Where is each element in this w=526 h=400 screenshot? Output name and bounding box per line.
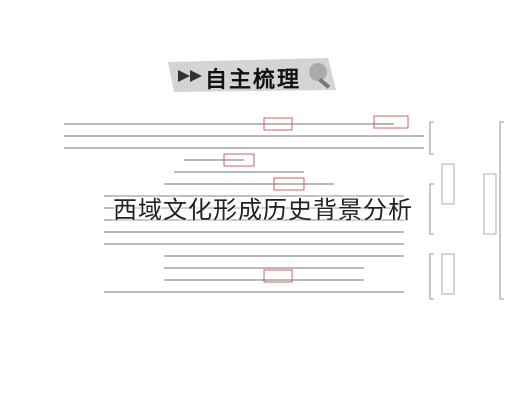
overlay-caption: 西域文化形成历史背景分析 — [113, 196, 413, 224]
magnifier-icon — [309, 63, 327, 81]
page-title: 自主梳理 — [205, 68, 302, 93]
arrow-icon — [178, 70, 190, 82]
document-body — [64, 115, 504, 300]
title-banner — [168, 58, 336, 92]
